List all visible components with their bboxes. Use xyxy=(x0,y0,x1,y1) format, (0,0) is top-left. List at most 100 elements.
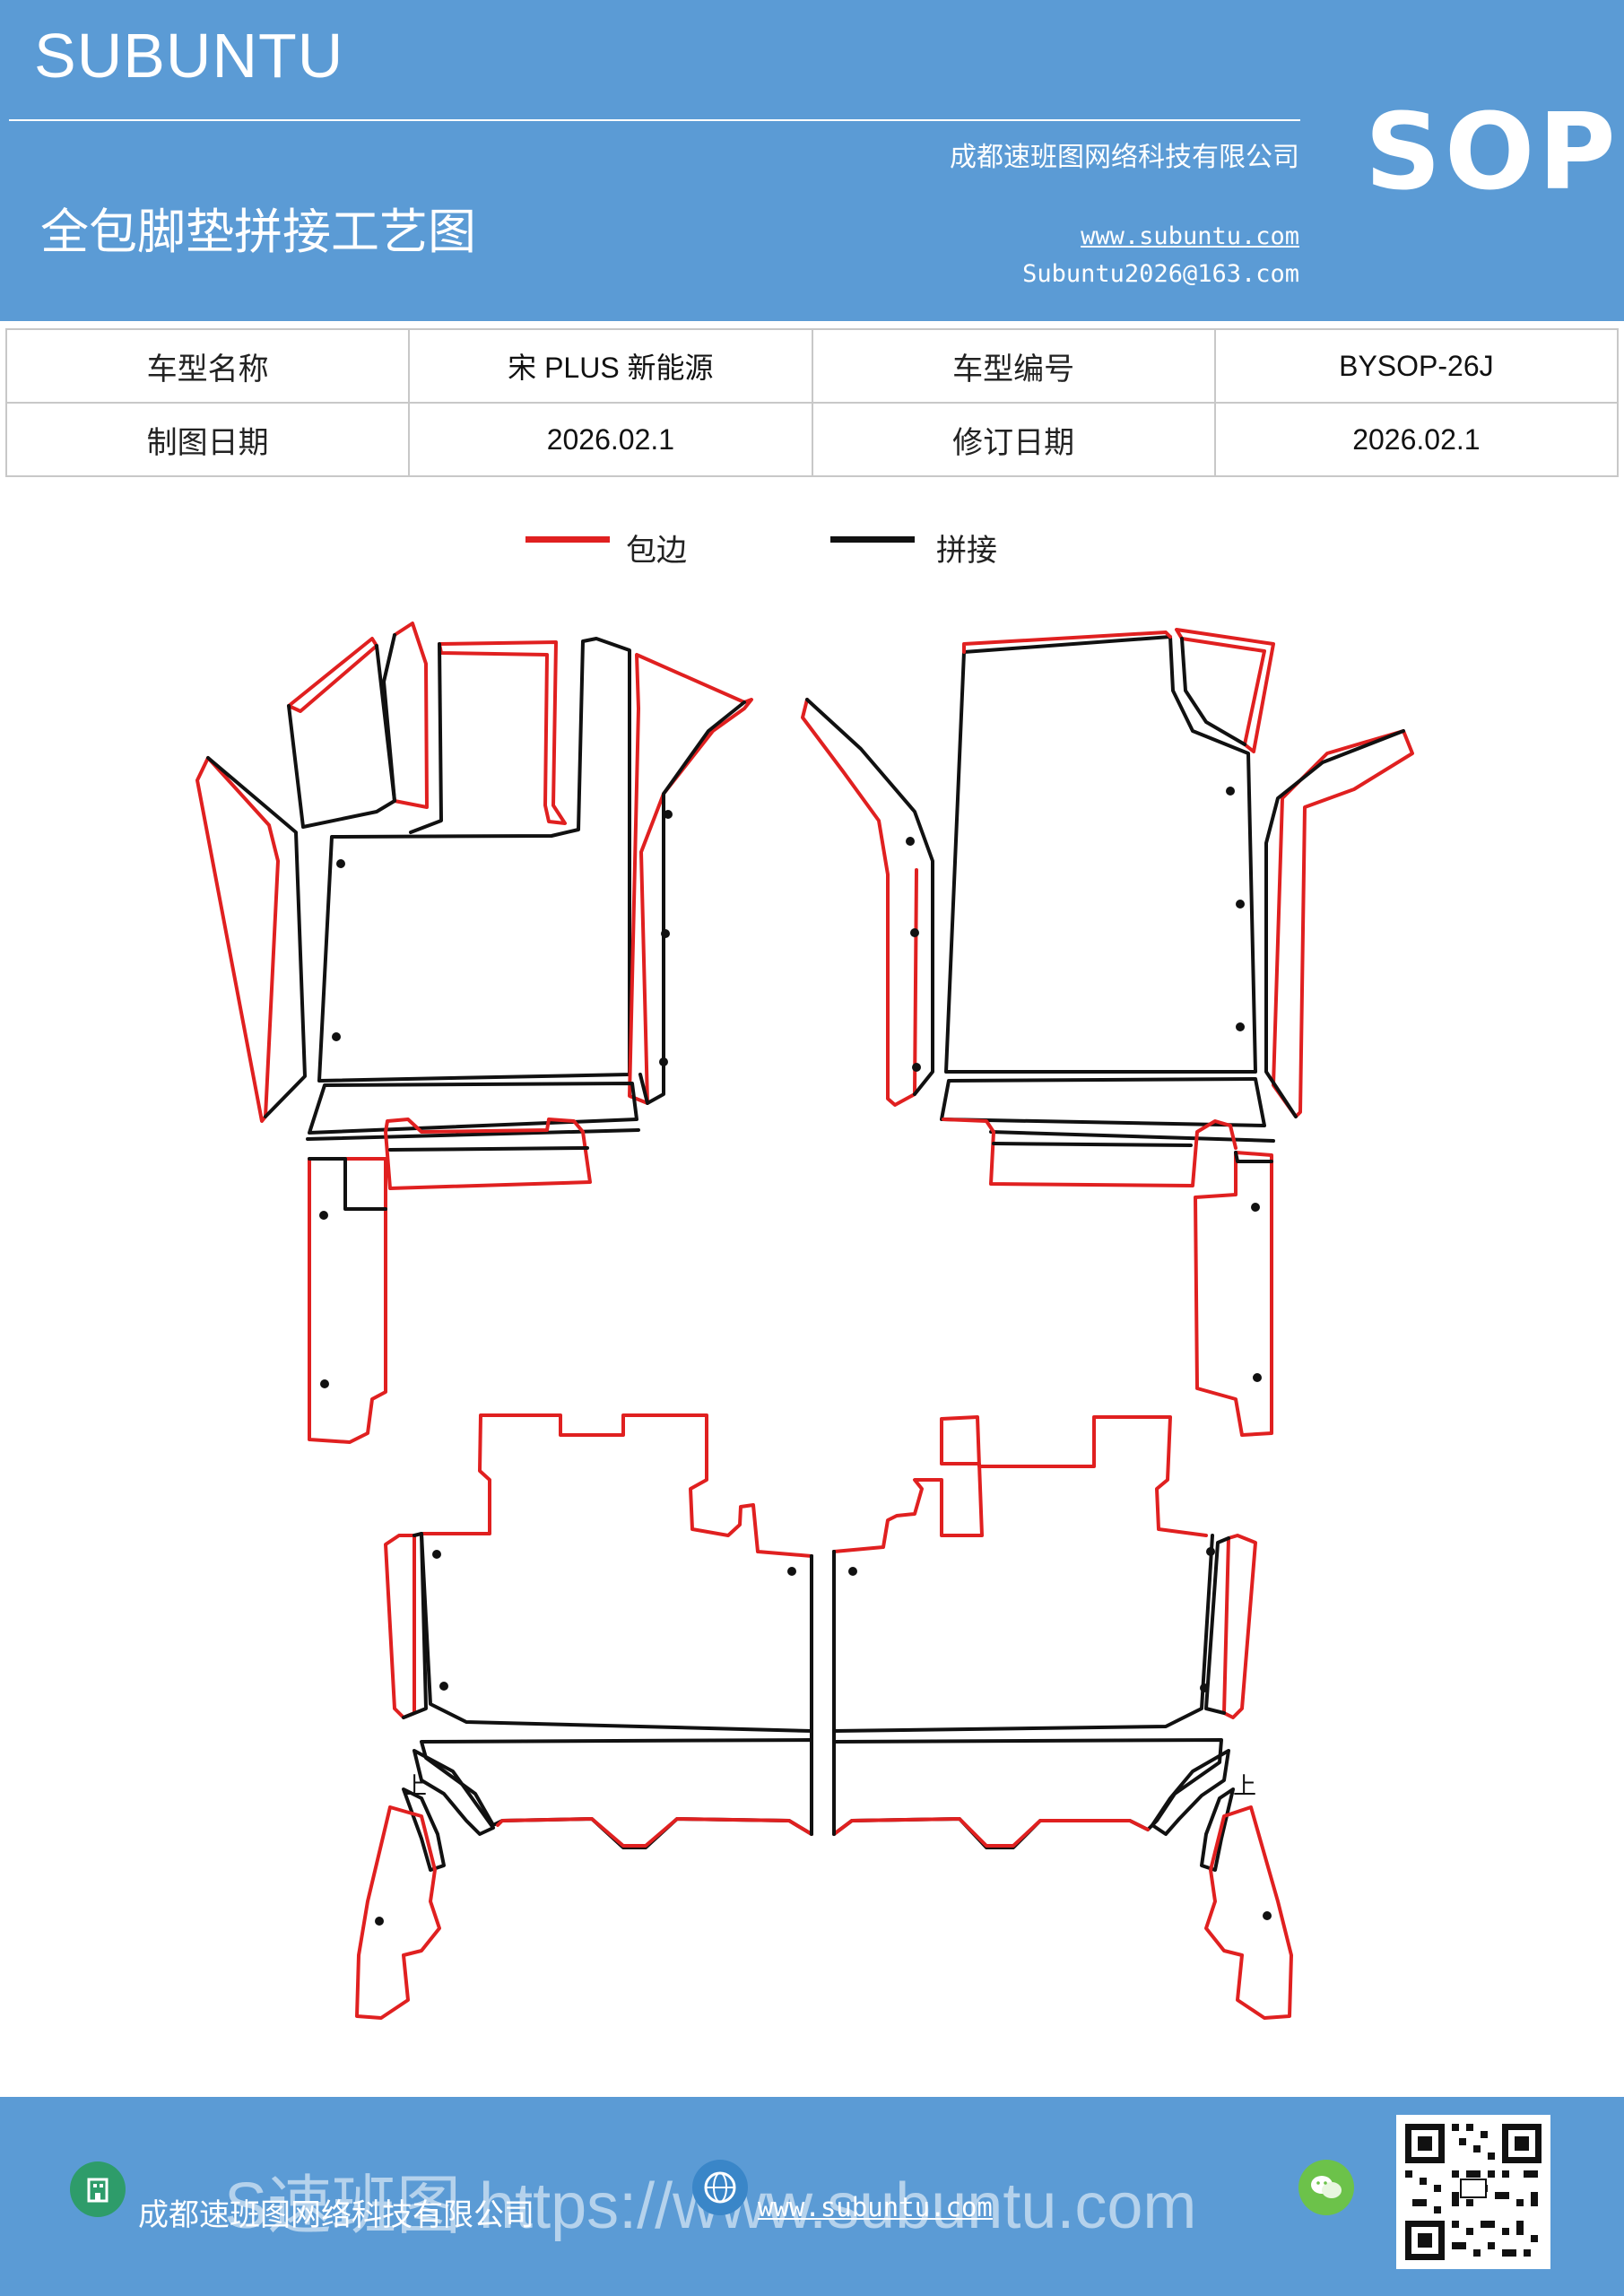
rear-left-side-edge xyxy=(384,1534,416,1719)
rivet xyxy=(1236,1022,1245,1031)
rear-left-flap-edge xyxy=(355,1805,441,2020)
rivet xyxy=(1253,1373,1262,1382)
front-right-mat-group xyxy=(801,628,1414,1437)
rear-left-side-joint xyxy=(402,1532,428,1719)
front-left-wedge-joint xyxy=(287,644,396,829)
front-left-sill-joint xyxy=(206,756,307,1118)
rivet xyxy=(787,1567,796,1576)
center-seam-joint xyxy=(810,1550,836,1836)
model-name-label: 车型名称 xyxy=(4,328,411,404)
front-left-pedal-edge xyxy=(393,622,429,809)
qr-code-image xyxy=(1396,2115,1550,2269)
front-right-top-edge xyxy=(962,631,1172,654)
front-right-tunnel-joint xyxy=(805,698,934,1096)
front-right-lower-side-joint xyxy=(1234,1151,1273,1163)
legend-joint-label: 拼接 xyxy=(936,533,997,569)
table-row: 制图日期 2026.02.1 修订日期 2026.02.1 xyxy=(4,402,1620,477)
footer-banner: S速班图 https://www.subuntu.com 成都速班图网络科技有限… xyxy=(0,2097,1624,2296)
footer-website-link[interactable]: www.subuntu.com xyxy=(758,2192,993,2222)
rivet xyxy=(906,837,915,846)
rear-left-mat-group: 上 xyxy=(355,1413,813,2020)
front-right-sill-edge xyxy=(1272,729,1414,1118)
building-icon xyxy=(70,2161,126,2217)
rear-left-arch-joint-2 xyxy=(402,1787,446,1872)
rivet xyxy=(912,1063,921,1072)
company-name: 成都速班图网络科技有限公司 xyxy=(950,142,1299,173)
front-left-lower-side-edge xyxy=(308,1157,387,1444)
draw-date-value: 2026.02.1 xyxy=(408,402,813,477)
legend-edge-label: 包边 xyxy=(626,533,687,569)
front-right-tunnel-edge xyxy=(801,698,918,1107)
front-right-lower-side-edge xyxy=(1194,1151,1273,1437)
website-link[interactable]: www.subuntu.com xyxy=(1081,222,1299,250)
rear-left-main-panel xyxy=(420,1532,813,1733)
email-address[interactable]: Subuntu2026@163.com xyxy=(1022,260,1299,288)
rear-right-side-joint xyxy=(1204,1536,1230,1715)
rivet xyxy=(439,1682,448,1691)
rivet xyxy=(1251,1203,1260,1212)
rear-left-arch-joint xyxy=(413,1749,495,1836)
rivet xyxy=(336,859,345,868)
rear-right-mat-group: 上 xyxy=(832,1415,1293,2020)
rivet xyxy=(659,1057,668,1066)
front-left-top-joint xyxy=(409,642,443,834)
front-left-mat-group xyxy=(195,622,753,1444)
front-right-corner-joint xyxy=(1180,637,1246,746)
sop-badge: SOP xyxy=(1365,90,1620,213)
rear-right-main-panel xyxy=(832,1534,1214,1733)
front-left-pedal-joint xyxy=(382,633,396,803)
rivet xyxy=(1206,1547,1215,1556)
rear-right-side-edge xyxy=(1222,1534,1257,1719)
rear-left-lower-edge xyxy=(496,1817,813,1848)
model-code-label: 车型编号 xyxy=(811,328,1216,404)
rear-left-lower-joint xyxy=(420,1738,813,1849)
floor-mat-diagram: 上 上 xyxy=(195,622,1414,2020)
rear-right-top-edge xyxy=(832,1415,1208,1553)
front-left-top-edge xyxy=(438,640,567,825)
rear-right-arch-joint xyxy=(1151,1749,1230,1836)
legend-edge-swatch xyxy=(525,536,610,543)
front-right-sill-joint xyxy=(1264,729,1405,1118)
model-name-value: 宋 PLUS 新能源 xyxy=(408,328,813,404)
front-right-bottom-joint xyxy=(940,1077,1266,1127)
revise-date-value: 2026.02.1 xyxy=(1213,402,1620,477)
rear-right-up-mark: 上 xyxy=(1233,1773,1256,1800)
front-left-wedge-edge xyxy=(287,637,378,713)
footer-company-name: 成都速班图网络科技有限公司 xyxy=(138,2197,534,2233)
legend-joint-swatch xyxy=(830,536,915,543)
front-right-rear-edge xyxy=(942,1118,1238,1187)
document-title: 全包脚垫拼接工艺图 xyxy=(40,204,476,260)
revise-date-label: 修订日期 xyxy=(811,402,1216,477)
rivet xyxy=(1226,787,1235,796)
front-left-rear-edge xyxy=(384,1118,592,1190)
rivet xyxy=(320,1379,329,1388)
front-left-rear-inner xyxy=(388,1146,589,1152)
front-left-bottom-joint xyxy=(308,1082,638,1135)
rivet xyxy=(910,928,919,937)
rivet xyxy=(848,1567,857,1576)
model-code-value: BYSOP-26J xyxy=(1213,328,1620,404)
rivet xyxy=(319,1211,328,1220)
front-right-main-panel xyxy=(944,635,1257,1074)
rear-left-top-edge xyxy=(420,1413,813,1558)
header-banner: SUBUNTU SOP 成都速班图网络科技有限公司 全包脚垫拼接工艺图 www.… xyxy=(0,0,1624,321)
rivet xyxy=(661,929,670,938)
rear-right-flap-edge xyxy=(1204,1805,1293,2020)
front-left-sill-edge xyxy=(195,756,280,1123)
rivet xyxy=(332,1032,341,1041)
rear-right-arch-joint-2 xyxy=(1200,1787,1235,1872)
header-divider xyxy=(9,119,1300,121)
rivet xyxy=(432,1550,441,1559)
front-left-tunnel-edge xyxy=(628,653,753,1105)
globe-icon xyxy=(692,2160,748,2215)
brand-logo-text: SUBUNTU xyxy=(34,21,344,91)
front-left-lower-side-joint xyxy=(308,1157,387,1211)
rivet xyxy=(1200,1683,1209,1692)
wechat-icon xyxy=(1298,2160,1354,2215)
front-left-main-panel xyxy=(317,637,631,1083)
table-row: 车型名称 宋 PLUS 新能源 车型编号 BYSOP-26J xyxy=(4,328,1620,404)
rear-left-up-mark: 上 xyxy=(404,1773,427,1800)
rivet xyxy=(1263,1911,1272,1920)
front-left-tunnel-joint xyxy=(638,700,746,1105)
draw-date-label: 制图日期 xyxy=(4,402,411,477)
